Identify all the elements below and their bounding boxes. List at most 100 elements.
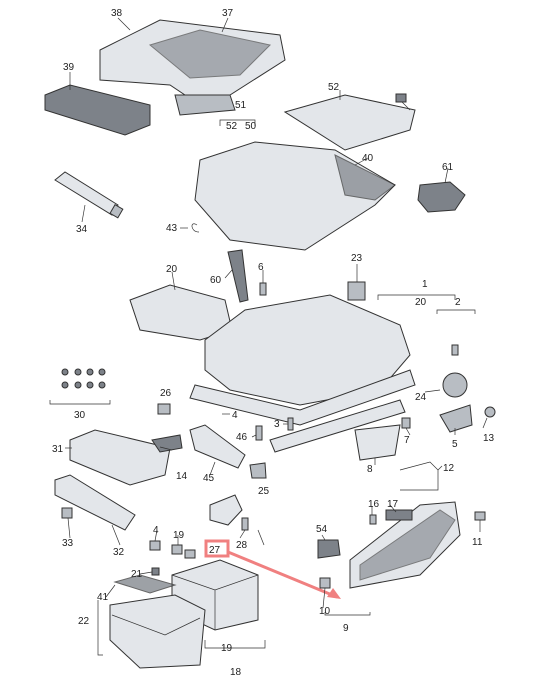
cushion-bolster [174, 94, 236, 116]
seat-frame-1 [204, 294, 411, 406]
bolt-2 [451, 344, 459, 356]
label-27: 27 [209, 545, 221, 556]
screw-13 [484, 406, 496, 418]
bracket-23 [347, 281, 366, 301]
label-30: 30 [74, 410, 86, 421]
label-6: 6 [258, 262, 264, 273]
clip-33 [61, 507, 73, 519]
label-34: 34 [76, 224, 88, 235]
clip-26 [157, 403, 171, 415]
lever-60 [227, 249, 249, 303]
label-20-frame: 20 [415, 297, 427, 308]
trim-45 [189, 424, 246, 469]
clip-19b [184, 549, 196, 559]
label-38: 38 [111, 8, 123, 19]
screw-28 [241, 517, 249, 531]
bracket-5 [439, 404, 473, 433]
grease-tube-34 [54, 171, 119, 216]
label-43: 43 [166, 223, 178, 234]
clip-19 [171, 544, 183, 555]
cover-8 [354, 424, 401, 461]
label-11: 11 [472, 537, 483, 548]
label-40: 40 [362, 153, 374, 164]
drawer-22 [109, 594, 206, 669]
label-3: 3 [274, 419, 280, 430]
bolt-6 [259, 282, 267, 296]
label-8: 8 [367, 464, 373, 475]
clip-16 [369, 514, 377, 525]
highlight-arrowhead [327, 588, 341, 599]
label-19-bottom: 19 [221, 643, 233, 654]
label-39: 39 [63, 62, 75, 73]
mat-41 [113, 574, 177, 594]
clip-11 [474, 511, 486, 521]
heating-mat [283, 94, 416, 151]
clip-43 [191, 223, 200, 233]
label-32: 32 [113, 547, 125, 558]
label-12: 12 [443, 463, 455, 474]
cushion-side-dark [334, 154, 396, 201]
tag-17 [385, 509, 413, 521]
label-1: 1 [422, 279, 428, 290]
bracket-22 [97, 600, 103, 656]
switch-54 [317, 539, 341, 559]
panel-31 [69, 429, 171, 486]
label-17: 17 [387, 499, 399, 510]
seat-switch-61 [417, 181, 466, 213]
label-61: 61 [442, 162, 454, 173]
bracket-1 [377, 294, 456, 300]
bracket-27 [209, 494, 243, 526]
seat-pad-39 [44, 84, 151, 136]
highlight-box [204, 539, 230, 558]
screw-set-30 [61, 368, 106, 389]
label-16: 16 [368, 499, 380, 510]
label-54: 54 [316, 524, 328, 535]
clip-7 [401, 417, 411, 429]
label-4-mid: 4 [232, 410, 238, 421]
label-24: 24 [415, 392, 427, 403]
label-10: 10 [319, 606, 331, 617]
motor-24 [442, 372, 468, 398]
seat-rail-lower [269, 399, 406, 453]
label-46: 46 [236, 432, 248, 443]
label-26: 26 [160, 388, 172, 399]
label-14: 14 [176, 471, 188, 482]
label-60: 60 [210, 275, 222, 286]
label-21: 21 [131, 569, 143, 580]
clip-10 [319, 577, 331, 589]
label-28: 28 [236, 540, 248, 551]
label-23: 23 [351, 253, 363, 264]
label-33: 33 [62, 538, 74, 549]
label-7: 7 [404, 435, 410, 446]
bracket-9 [324, 612, 371, 616]
label-9: 9 [343, 623, 349, 634]
label-25: 25 [258, 486, 270, 497]
clip-25 [249, 462, 267, 479]
label-18: 18 [230, 667, 242, 678]
label-52-bracket: 52 [226, 121, 238, 132]
nut-21 [151, 567, 160, 576]
heating-connector [395, 93, 407, 103]
bracket-51 [219, 119, 256, 126]
seat-rails [189, 369, 416, 426]
label-41: 41 [97, 592, 109, 603]
trim-dark [359, 509, 456, 581]
bracket-2 [436, 309, 476, 314]
label-51: 51 [235, 100, 247, 111]
clip-4 [149, 540, 161, 551]
screw-46 [255, 425, 263, 441]
trim-32 [54, 474, 136, 531]
label-20-pan: 20 [166, 264, 178, 275]
label-52-top: 52 [328, 82, 340, 93]
label-22: 22 [78, 616, 90, 627]
label-2: 2 [455, 297, 461, 308]
label-50: 50 [245, 121, 257, 132]
label-5: 5 [452, 439, 458, 450]
highlight-line [227, 550, 338, 599]
label-37: 37 [222, 8, 234, 19]
label-19-top: 19 [173, 530, 185, 541]
bracket-14 [151, 434, 183, 453]
label-13: 13 [483, 433, 495, 444]
